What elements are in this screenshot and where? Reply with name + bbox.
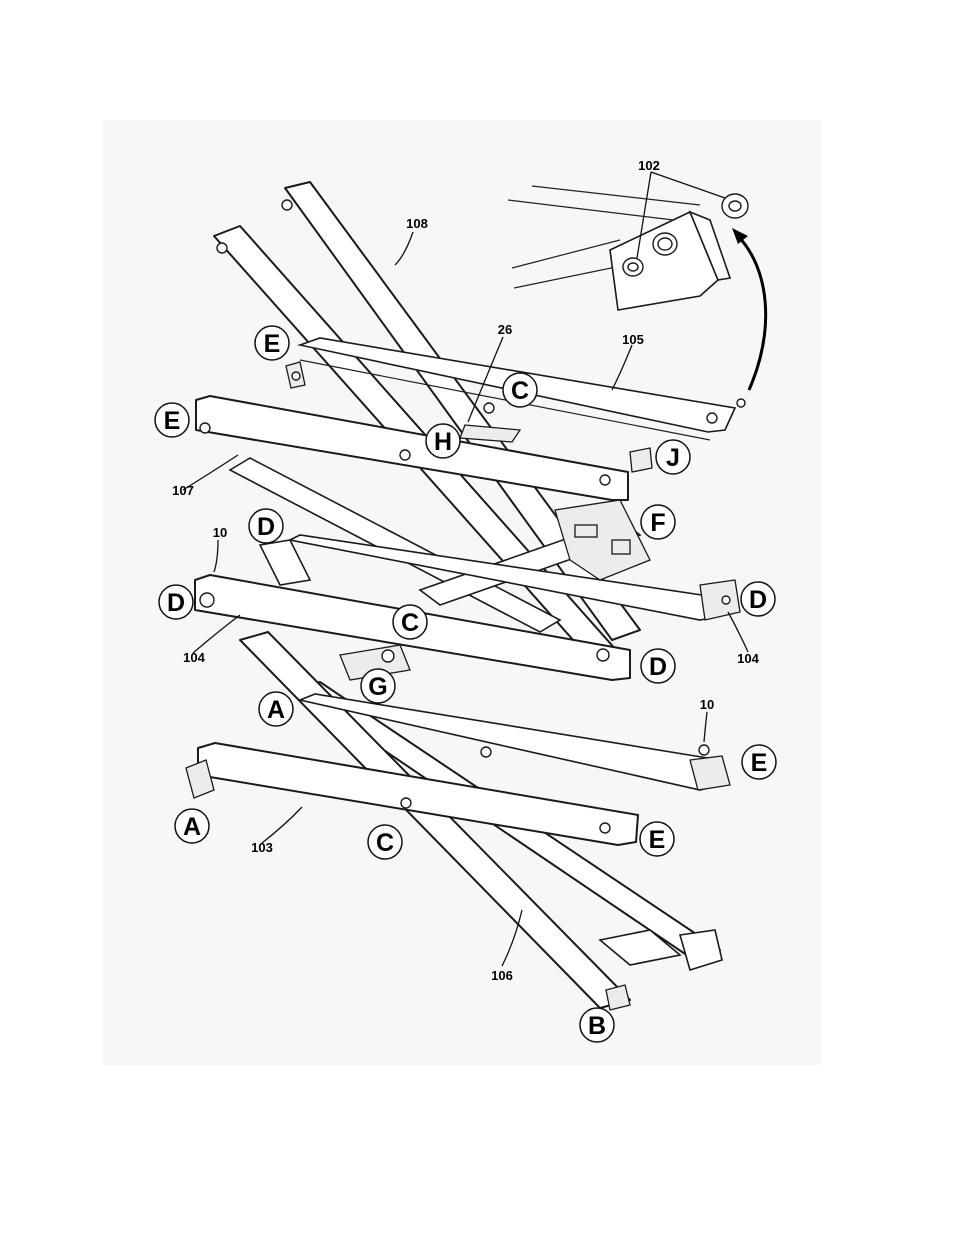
callout-f: F <box>640 504 676 540</box>
part-number: 106 <box>491 968 513 983</box>
svg-text:G: G <box>368 673 387 701</box>
svg-text:C: C <box>401 609 419 637</box>
end-block <box>185 759 215 799</box>
svg-text:E: E <box>264 330 281 358</box>
part-number: 104 <box>737 651 759 666</box>
callout-g: G <box>360 668 396 704</box>
callout-e: E <box>741 744 777 780</box>
callout-d: D <box>640 648 676 684</box>
svg-text:A: A <box>267 696 285 724</box>
part-number: 107 <box>172 483 194 498</box>
crossbar-107 <box>195 395 629 501</box>
svg-text:D: D <box>167 589 185 617</box>
valve-block <box>554 499 651 581</box>
callout-e: E <box>254 325 290 361</box>
callout-e: E <box>639 821 675 857</box>
leader-lines <box>182 231 749 967</box>
callout-e: E <box>154 402 190 438</box>
callout-c: C <box>392 604 428 640</box>
callout-h: H <box>425 423 461 459</box>
clamp-icon <box>629 447 653 473</box>
svg-text:C: C <box>511 377 529 405</box>
beam-108 <box>284 181 641 641</box>
callout-c: C <box>502 372 538 408</box>
scissor-assembly <box>185 181 746 1011</box>
svg-text:H: H <box>434 428 452 456</box>
callouts: E E C H J F D D D D C G A A E E C B <box>154 325 777 1043</box>
callout-c: C <box>367 824 403 860</box>
callout-j: J <box>655 439 691 475</box>
callout-d: D <box>248 508 284 544</box>
svg-text:J: J <box>666 444 680 472</box>
svg-text:D: D <box>649 653 667 681</box>
part-number: 26 <box>498 322 512 337</box>
part-number: 10 <box>700 697 714 712</box>
detail-inset <box>507 171 749 311</box>
part-number: 104 <box>183 650 205 665</box>
svg-text:A: A <box>183 813 201 841</box>
svg-text:E: E <box>649 826 666 854</box>
callout-d: D <box>740 581 776 617</box>
svg-text:E: E <box>751 749 768 777</box>
svg-text:F: F <box>650 509 665 537</box>
part-number: 108 <box>406 216 428 231</box>
callout-d: D <box>158 584 194 620</box>
callout-a: A <box>258 691 294 727</box>
svg-text:B: B <box>588 1012 606 1040</box>
curved-arrow-icon <box>732 228 768 391</box>
svg-text:C: C <box>376 829 394 857</box>
callout-a: A <box>174 808 210 844</box>
part-number: 102 <box>638 158 660 173</box>
part-number-labels: 102 108 26 105 107 10 104 104 10 103 106 <box>172 158 759 983</box>
svg-text:E: E <box>164 407 181 435</box>
part-number: 103 <box>251 840 273 855</box>
part-number: 10 <box>213 525 227 540</box>
svg-text:D: D <box>257 513 275 541</box>
svg-text:D: D <box>749 586 767 614</box>
part-number: 105 <box>622 332 644 347</box>
callout-b: B <box>579 1007 615 1043</box>
